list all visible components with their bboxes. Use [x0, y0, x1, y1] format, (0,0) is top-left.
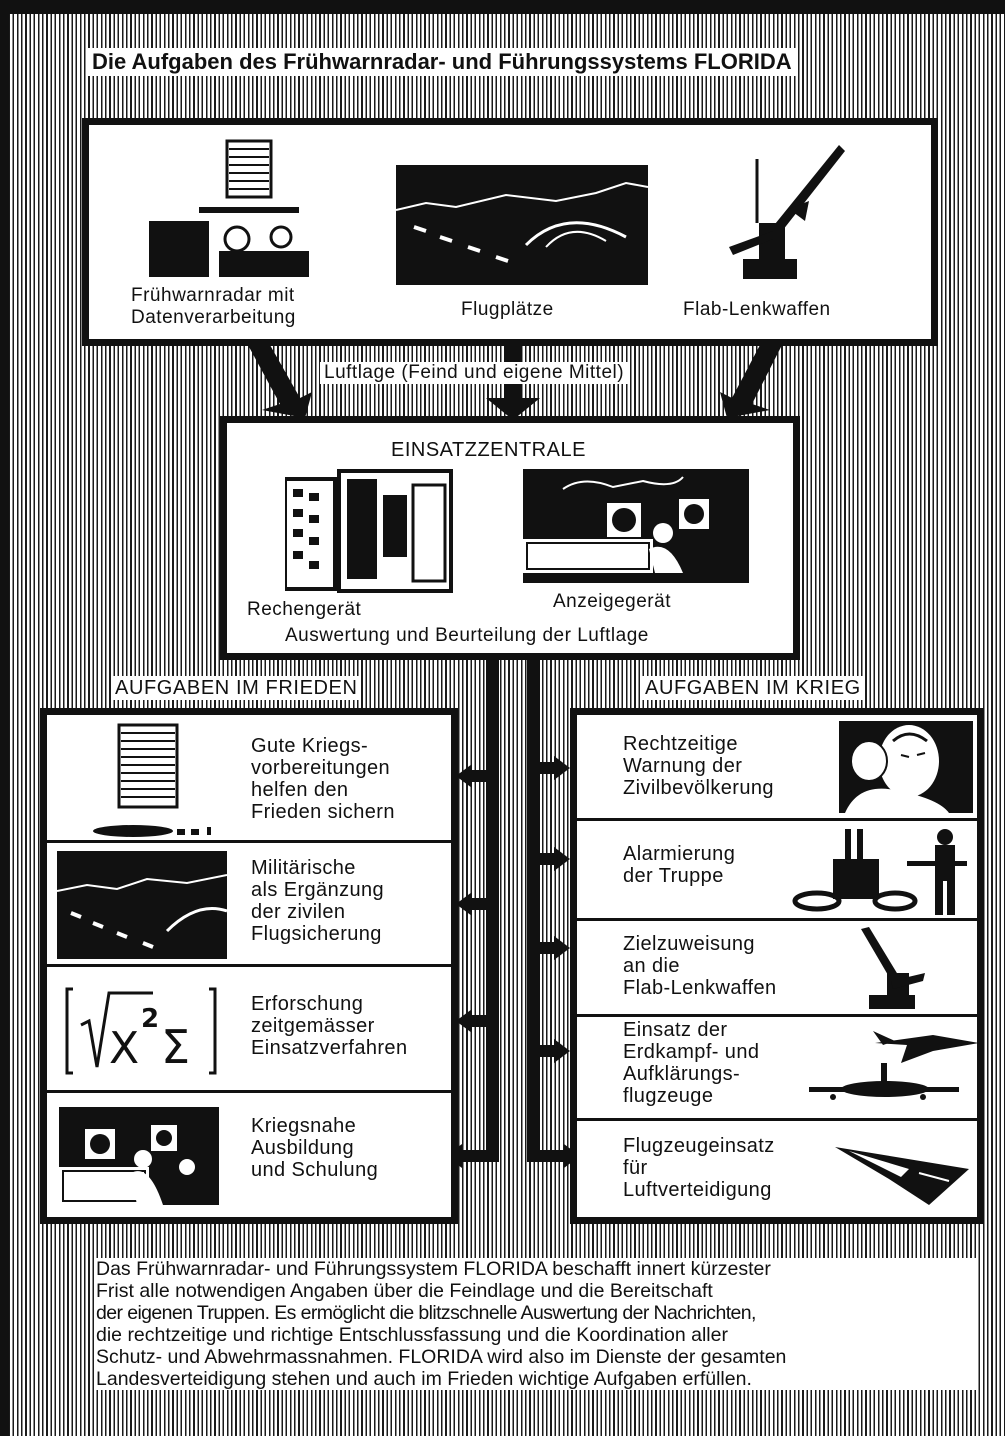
peace-item-text: Gute Kriegs- vorbereitungen helfen den F…: [251, 735, 395, 823]
airfield-icon: [396, 165, 648, 285]
summary-paragraph: Das Frühwarnradar- und Führungssystem FL…: [96, 1258, 976, 1390]
peace-header: AUFGABEN IM FRIEDEN: [112, 676, 361, 700]
display-console-icon: [523, 469, 749, 583]
war-tasks-box: Rechtzeitige Warnung der Zivilbevölkerun…: [570, 708, 984, 1224]
air-situation-label: Luftlage (Feind und eigene Mittel): [320, 362, 629, 384]
summary-line: Frist alle notwendigen Angaben über die …: [96, 1280, 713, 1302]
operations-center-box: EINSATZZENTRALE: [220, 416, 800, 660]
fighter-aircraft-icon: [835, 1147, 969, 1205]
summary-line: der eigenen Truppen. Es ermöglicht die b…: [96, 1302, 756, 1324]
airfield-label: Flugplätze: [461, 299, 554, 320]
training-console-icon: [59, 1107, 219, 1205]
trunk-right: [527, 658, 540, 1160]
war-header: AUFGABEN IM KRIEG: [642, 676, 864, 700]
summary-line: Landesverteidigung stehen und auch im Fr…: [96, 1368, 752, 1390]
summary-line: die rechtzeitige und richtige Entschluss…: [96, 1324, 728, 1346]
peace-item: Kriegsnahe Ausbildung und Schulung: [47, 1093, 451, 1217]
arrow-left-down: [248, 345, 312, 418]
radar-label: Frühwarnradar mit Datenverarbeitung: [131, 285, 296, 328]
sources-box: Frühwarnradar mit Datenverarbeitung Flug…: [82, 118, 938, 346]
evaluation-caption: Auswertung und Beurteilung der Luftlage: [285, 625, 649, 646]
formula-icon: X 2 Σ: [65, 987, 217, 1075]
peace-item-text: Militärische als Ergänzung der zivilen F…: [251, 857, 385, 945]
computer-label: Rechengerät: [247, 599, 362, 620]
peace-item-text: Erforschung zeitgemässer Einsatzverfahre…: [251, 993, 408, 1059]
summary-line: Das Frühwarnradar- und Führungssystem FL…: [96, 1258, 771, 1280]
page-title: Die Aufgaben des Frühwarnradar- und Führ…: [88, 48, 796, 76]
summary-line: Schutz- und Abwehrmassnahmen. FLORIDA wi…: [96, 1346, 787, 1368]
airfield-icon: [57, 851, 227, 959]
radar-station-icon: [149, 139, 309, 277]
missile-launcher-icon: [729, 145, 845, 279]
operations-center-title: EINSATZZENTRALE: [391, 439, 586, 461]
peace-tasks-box: Gute Kriegs- vorbereitungen helfen den F…: [40, 708, 458, 1224]
svg-text:2: 2: [141, 1004, 159, 1034]
war-item: Alarmierung der Truppe: [577, 821, 977, 921]
peace-item-text: Kriegsnahe Ausbildung und Schulung: [251, 1115, 379, 1181]
peace-item: Gute Kriegs- vorbereitungen helfen den F…: [47, 715, 451, 843]
ground-attack-aircraft-icon: [809, 1031, 979, 1100]
peace-item: X 2 Σ Erforschung zeitgemässer Einsatzve…: [47, 967, 451, 1093]
peace-item: Militärische als Ergänzung der zivilen F…: [47, 843, 451, 967]
computer-icon: [285, 469, 453, 593]
top-frame-bar: [0, 0, 1005, 14]
missile-launcher-icon: [861, 927, 925, 1009]
war-item: Flugzeugeinsatz für Luftverteidigung: [577, 1121, 977, 1217]
troops-alert-icon: [792, 829, 967, 915]
mother-child-icon: [839, 721, 973, 813]
svg-text:X: X: [109, 1023, 139, 1074]
arrow-right-down: [720, 345, 782, 418]
radar-antenna-icon: [93, 723, 211, 837]
war-item: Einsatz der Erdkampf- und Aufklärungs- f…: [577, 1017, 979, 1121]
trunk-left: [486, 658, 499, 1160]
war-item-text: Rechtzeitige Warnung der Zivilbevölkerun…: [623, 733, 774, 799]
war-item-text: Zielzuweisung an die Flab-Lenkwaffen: [623, 933, 777, 999]
display-label: Anzeigegerät: [553, 591, 671, 612]
svg-text:Σ: Σ: [161, 1020, 190, 1074]
war-item-text: Einsatz der Erdkampf- und Aufklärungs- f…: [623, 1019, 760, 1107]
war-item: Zielzuweisung an die Flab-Lenkwaffen: [577, 921, 977, 1017]
war-item: Rechtzeitige Warnung der Zivilbevölkerun…: [577, 715, 977, 821]
left-frame-bar: [0, 0, 9, 1436]
war-item-text: Alarmierung der Truppe: [623, 843, 736, 887]
missile-label: Flab-Lenkwaffen: [683, 299, 831, 320]
war-item-text: Flugzeugeinsatz für Luftverteidigung: [623, 1135, 775, 1201]
